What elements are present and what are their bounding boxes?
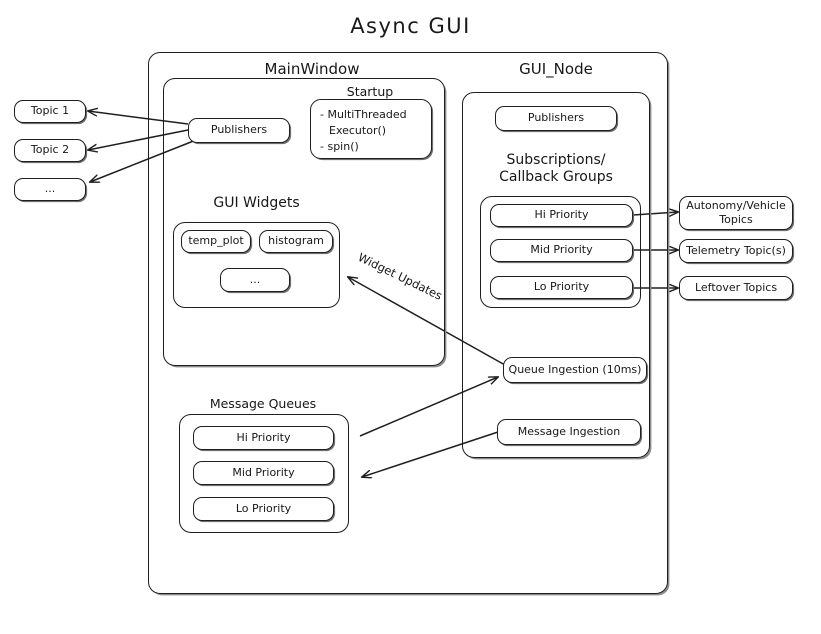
queue-ingestion-box[interactable]: Queue Ingestion (10ms) xyxy=(503,357,647,383)
startup-title: Startup xyxy=(346,84,394,99)
gui-node-panel xyxy=(462,92,650,458)
widget-histogram[interactable]: histogram xyxy=(259,230,333,253)
gui-node-publishers-box[interactable]: Publishers xyxy=(495,106,617,131)
message-queue-hi[interactable]: Hi Priority xyxy=(193,426,334,450)
message-queue-mid[interactable]: Mid Priority xyxy=(193,461,334,485)
topic-box-more[interactable]: ... xyxy=(14,178,86,201)
widget-more[interactable]: ... xyxy=(220,268,290,292)
startup-box: - MultiThreaded Executor() - spin() xyxy=(310,99,432,159)
gui-widgets-panel xyxy=(173,222,340,308)
callback-group-lo[interactable]: Lo Priority xyxy=(490,276,633,299)
callback-groups-panel xyxy=(480,196,641,308)
message-queues-title: Message Queues xyxy=(209,396,317,411)
message-queue-lo[interactable]: Lo Priority xyxy=(193,497,334,521)
message-ingestion-box[interactable]: Message Ingestion xyxy=(497,419,641,445)
widget-temp-plot[interactable]: temp_plot xyxy=(181,230,251,253)
page-title: Async GUI xyxy=(350,14,471,38)
mainwindow-publishers-box[interactable]: Publishers xyxy=(188,118,290,143)
outer-container xyxy=(148,52,668,594)
subscriptions-title-line1: Subscriptions/ xyxy=(506,152,606,168)
subscriptions-title: Subscriptions/ Callback Groups xyxy=(472,152,640,186)
gui-node-title: GUI_Node xyxy=(519,60,593,78)
gui-widgets-title: GUI Widgets xyxy=(213,195,300,211)
autonomy-vehicle-topics-box[interactable]: Autonomy/Vehicle Topics xyxy=(679,196,793,230)
topic-box-2[interactable]: Topic 2 xyxy=(14,139,86,162)
topic-box-1[interactable]: Topic 1 xyxy=(14,100,86,123)
mainwindow-title: MainWindow xyxy=(264,60,360,78)
subscriptions-title-line2: Callback Groups xyxy=(499,168,613,185)
leftover-topics-box[interactable]: Leftover Topics xyxy=(679,276,793,300)
startup-line-3: - spin() xyxy=(320,139,359,153)
telemetry-topics-box[interactable]: Telemetry Topic(s) xyxy=(679,239,793,263)
message-queues-panel xyxy=(179,414,349,533)
startup-line-2: Executor() xyxy=(329,123,387,137)
startup-line-1: - MultiThreaded xyxy=(320,108,407,121)
mainwindow-panel xyxy=(163,78,445,366)
callback-group-hi[interactable]: Hi Priority xyxy=(490,204,633,227)
callback-group-mid[interactable]: Mid Priority xyxy=(490,239,633,262)
